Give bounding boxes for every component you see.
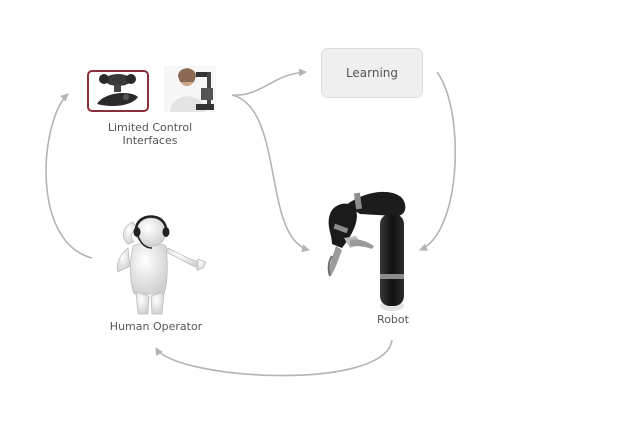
human-operator-figure [116,215,207,315]
arrow-robot-to-human [155,339,393,377]
robot-arm-figure [327,191,406,311]
arrow-human-to-interfaces [45,93,93,259]
learning-node: Learning [321,48,423,98]
head-array-interface-icon [164,66,216,112]
interfaces-label: Limited Control Interfaces [88,121,212,147]
interfaces-label-line1: Limited Control [107,121,193,134]
arrow-interfaces-to-learning [231,68,307,96]
joystick-interface-icon [87,70,149,112]
arrow-learning-to-robot [419,71,457,251]
arrow-interfaces-to-robot [231,94,310,253]
robot-label: Robot [377,313,409,326]
human-operator-label: Human Operator [109,320,203,333]
interfaces-label-line2: Interfaces [122,134,178,147]
learning-label: Learning [345,66,399,80]
